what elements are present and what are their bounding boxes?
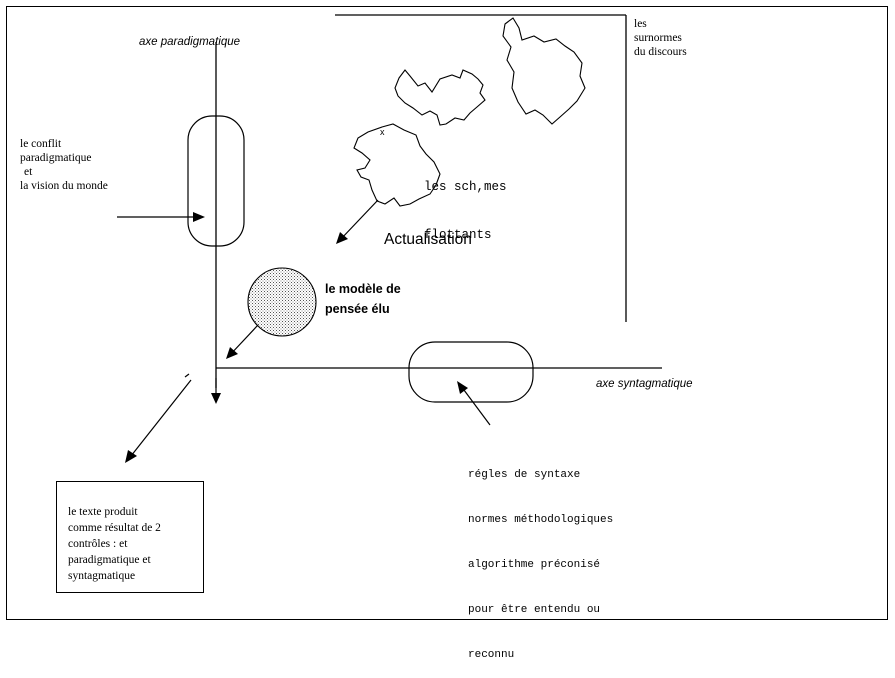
regles-line-4: pour être entendu ou bbox=[468, 604, 601, 616]
texte-line-2: comme résultat de 2 bbox=[68, 522, 161, 534]
conflit-label: le conflit paradigmatique et la vision d… bbox=[20, 137, 108, 193]
schemes-label: les sch,mes flottants bbox=[424, 147, 507, 259]
conflit-line-4: la vision du monde bbox=[20, 180, 108, 192]
axe-paradigmatique-label: axe paradigmatique bbox=[139, 36, 241, 48]
texte-line-4: paradigmatique et bbox=[68, 554, 151, 566]
cloud-shape-1 bbox=[394, 69, 486, 126]
conflit-line-2: paradigmatique bbox=[20, 152, 92, 164]
surnormes-line-2: surnormes bbox=[634, 32, 682, 44]
diagram-graphics: x bbox=[117, 14, 662, 463]
syntagm-capsule bbox=[408, 341, 534, 403]
schemes-line-2: flottants bbox=[424, 228, 492, 242]
texte-line-3: contrôles : et bbox=[68, 538, 128, 550]
arrow-head-regles bbox=[457, 381, 468, 394]
paradigm-capsule bbox=[187, 115, 245, 247]
modele-pensee-circle bbox=[247, 267, 317, 337]
cloud-shape-2 bbox=[502, 17, 586, 125]
regles-label: régles de syntaxe normes méthodologiques… bbox=[468, 438, 613, 678]
arrow-head-modele bbox=[226, 347, 238, 359]
arrow-head-actualisation bbox=[336, 232, 348, 244]
modele-line-2: pensée élu bbox=[325, 302, 390, 316]
modele-label: le modèle de pensée élu bbox=[325, 279, 401, 319]
conflit-line-1: le conflit bbox=[20, 138, 62, 150]
texte-line-1: le texte produit bbox=[68, 506, 138, 518]
cloud-shape-3 bbox=[353, 123, 441, 207]
schemes-line-1: les sch,mes bbox=[424, 180, 507, 194]
regles-line-3: algorithme préconisé bbox=[468, 559, 601, 571]
diagram-frame bbox=[6, 6, 888, 620]
surnormes-line-3: du discours bbox=[634, 46, 687, 58]
texte-produit-box: le texte produit comme résultat de 2 con… bbox=[56, 481, 204, 593]
surnormes-label: les surnormes du discours bbox=[634, 17, 687, 59]
surnormes-line-1: les bbox=[634, 18, 647, 30]
regles-line-1: régles de syntaxe bbox=[468, 469, 581, 481]
texte-line-5: syntagmatique bbox=[68, 570, 136, 582]
svg-text:x: x bbox=[380, 127, 385, 137]
regles-line-2: normes méthodologiques bbox=[468, 514, 614, 526]
arrow-head-axis-down bbox=[211, 393, 221, 404]
modele-line-1: le modèle de bbox=[325, 282, 401, 296]
arrow-head-conflit bbox=[193, 212, 205, 222]
regles-line-5: reconnu bbox=[468, 649, 515, 661]
axe-syntagmatique-label: axe syntagmatique bbox=[596, 378, 693, 390]
texte-produit-label: le texte produit comme résultat de 2 con… bbox=[68, 504, 161, 584]
conflit-line-3: et bbox=[24, 166, 33, 178]
arrow-head-texte bbox=[125, 450, 137, 463]
actualisation-label: Actualisation bbox=[384, 231, 472, 248]
